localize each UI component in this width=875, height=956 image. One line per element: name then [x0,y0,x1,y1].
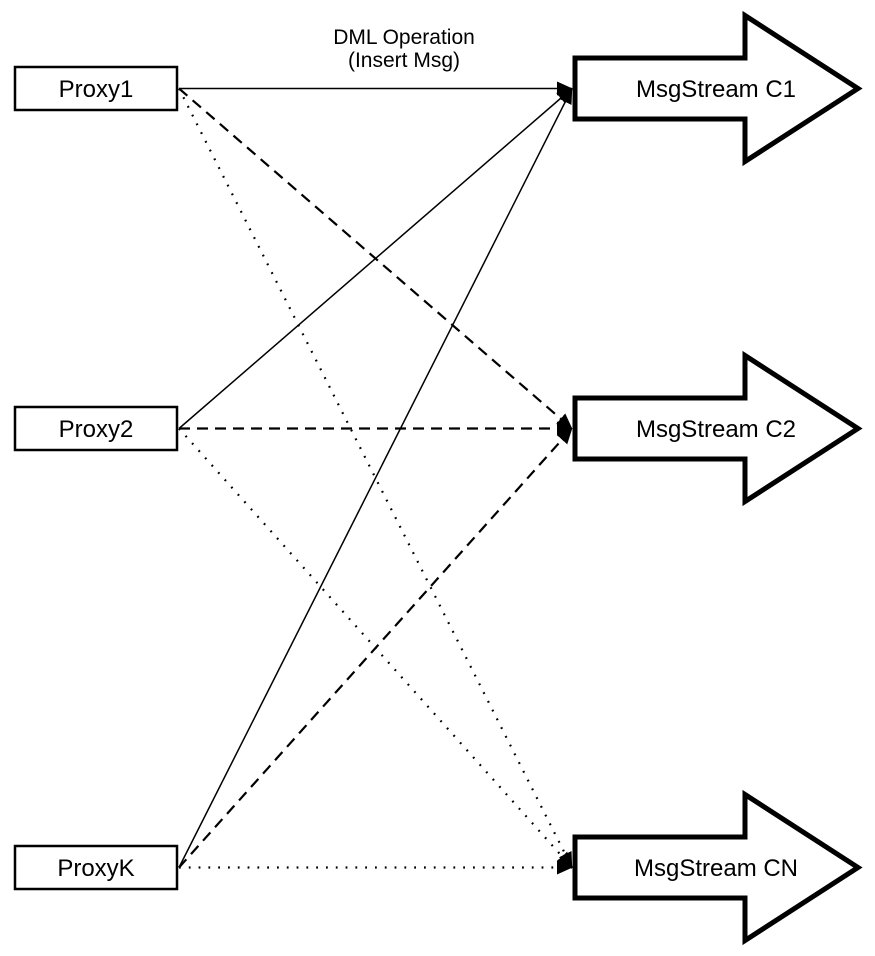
proxy-label-proxyk: ProxyK [57,855,134,882]
msgstream-label-cn: MsgStream CN [634,855,798,882]
edge-proxy2-c1-solid [178,87,573,430]
proxy-node-proxy1: Proxy1 [13,65,179,112]
msgstream-arrow-cn: MsgStream CN [572,789,863,946]
msgstream-label-c1: MsgStream C1 [636,76,796,103]
msgstream-arrow-shape-c1 [572,10,863,167]
edge-proxyk-c2-dashed [178,427,573,869]
proxy-label-proxy2: Proxy2 [59,416,134,443]
diagram-title-line2: (Insert Msg) [348,49,460,72]
diagram-title-line1: DML Operation [333,26,475,49]
msgstream-label-c2: MsgStream C2 [636,416,796,443]
msgstream-arrow-c2: MsgStream C2 [572,350,863,507]
proxy-node-proxy2: Proxy2 [13,405,179,452]
msgstream-arrow-shape-cn [572,789,863,946]
proxy-box-proxy2 [13,405,179,452]
proxy-label-proxy1: Proxy1 [59,76,134,103]
msgstream-arrow-c1: MsgStream C1 [572,10,863,167]
proxy-box-proxy1 [13,65,179,112]
proxy-box-proxyk [13,844,179,891]
msgstream-arrow-shape-c2 [572,350,863,507]
edge-proxyk-c1-solid [178,88,573,868]
proxy-node-proxyk: ProxyK [13,844,179,891]
